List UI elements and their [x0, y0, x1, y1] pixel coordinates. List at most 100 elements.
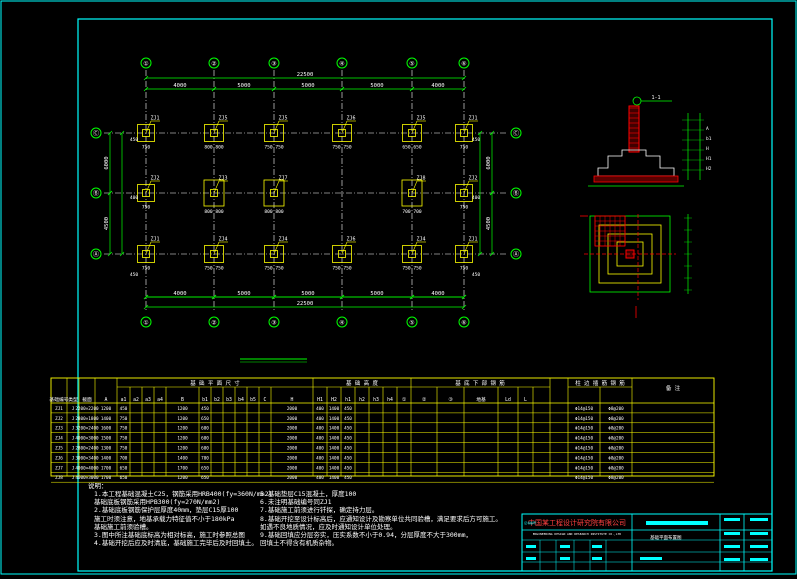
footing-dim: 800 800	[264, 209, 284, 215]
note-line: 9.基础回填应分层夯实，压实系数不小于0.94，分层厚度不大于300mm，	[260, 531, 473, 540]
axis-bubble-top	[268, 57, 280, 69]
table-cell: 1400	[329, 446, 340, 452]
footing-label: ZJ1	[150, 116, 159, 122]
table-cell: 1400	[101, 416, 112, 422]
footing-outline	[137, 124, 155, 142]
dim-top-span-text: 5000	[301, 83, 314, 89]
table-cell: 600	[201, 426, 209, 432]
dim-bottom-span-text: 5000	[237, 291, 250, 297]
dim-top-total-tick	[143, 75, 149, 81]
column-stub	[142, 189, 150, 197]
axis-bubble-right-label: Ⓑ	[513, 190, 519, 198]
table-cell: J	[72, 406, 75, 412]
table-cell: 2000	[287, 475, 298, 481]
section-column	[628, 105, 640, 153]
dim-right-span-tick	[489, 130, 495, 136]
table-cell: 650	[120, 475, 128, 481]
table-col-header: a4	[157, 397, 163, 403]
notes-heading: 说明：	[88, 482, 108, 490]
footing-label: ZJ2	[150, 176, 159, 182]
table-col-header: b4	[238, 397, 244, 403]
table-cell: Φ14@150	[575, 406, 594, 412]
table-col-header: 地基	[476, 396, 486, 403]
titleblock-field	[750, 558, 768, 561]
dim-left-span-tick	[107, 130, 113, 136]
column-stub	[460, 129, 468, 137]
table-cell: ZJ3	[55, 426, 63, 432]
note-line: 2.基础底板钢筋保护层厚度40mm，垫层C15厚100	[94, 506, 239, 515]
edge-dim: 450	[472, 272, 481, 278]
note-line: 1.本工程基础混凝土C25，钢筋采用HRB400(fy=360N/mm2)	[94, 490, 273, 498]
column-stub	[210, 250, 218, 258]
footing-dim: 750 750	[264, 266, 284, 272]
table-cell: 1400	[101, 455, 112, 461]
titleblock-frame	[521, 513, 773, 572]
column-stub	[270, 250, 278, 258]
table-cell: ZJ7	[55, 465, 63, 471]
label-leader	[145, 241, 152, 255]
table-col-header: a3	[145, 397, 151, 403]
table-border	[50, 377, 715, 477]
table-col-header: b3	[226, 397, 232, 403]
table-cell: 2000	[287, 406, 298, 412]
table-col-header: h1	[345, 397, 351, 403]
label-leader	[411, 241, 418, 255]
dim-top-span-text: 4000	[173, 83, 186, 89]
footing-dim: 750 750	[332, 145, 352, 151]
table-cell: 1400	[329, 455, 340, 461]
table-cell: 2000	[287, 455, 298, 461]
table-cell: Φ14@150	[575, 455, 594, 461]
axis-bubble-top-label: ②	[211, 61, 216, 68]
table-cell: 1700	[177, 465, 188, 471]
table-col-header: h3	[373, 397, 379, 403]
dim-left-span-text: 6000	[104, 156, 110, 169]
footing-outline	[203, 179, 225, 207]
table-col-header: Ld	[505, 397, 511, 403]
table-cell: Φ8@200	[608, 406, 624, 412]
dim-top-span-tick	[143, 86, 149, 92]
axis-bubble-bottom-label: ⑥	[461, 320, 466, 327]
note-line: 6.未注明基础编号同ZJ1	[260, 498, 332, 507]
table-cell: Φ8@200	[608, 416, 624, 422]
column-stub	[408, 189, 416, 197]
label-leader	[273, 120, 280, 134]
dim-right-total-tick	[477, 130, 483, 136]
table-cell: 2000	[287, 465, 298, 471]
label-leader	[411, 120, 418, 134]
section-bubble	[632, 96, 642, 106]
table-cell: Φ14@150	[575, 436, 594, 442]
dim-right-span-text: 6000	[486, 156, 492, 169]
footing-label: ZJ2	[468, 176, 477, 182]
column-stub	[460, 189, 468, 197]
footing-outline	[401, 179, 423, 207]
section-dim-label: b1	[706, 136, 712, 142]
table-cell: 450	[344, 436, 352, 442]
table-cell: 2800×1800	[75, 416, 99, 422]
dim-bottom-span-tick	[461, 294, 467, 300]
footing-label: ZJ6	[346, 237, 355, 243]
table-cell: 750	[120, 416, 128, 422]
column-stub	[210, 129, 218, 137]
titleblock-field	[640, 557, 662, 560]
footing-outline	[455, 245, 473, 263]
footing-outline	[402, 124, 422, 142]
axis-bubble-bottom	[406, 316, 418, 328]
table-col-header: 类型	[68, 396, 78, 403]
label-leader	[463, 180, 470, 194]
dim-top-span-tick	[339, 86, 345, 92]
dim-bottom-span-text: 5000	[301, 291, 314, 297]
table-cell: 600	[201, 436, 209, 442]
axis-bubble-left-label: Ⓒ	[93, 130, 99, 138]
titleblock-company-en: ENGINEERING DESIGN AND RESEARCH INSTITUT…	[533, 532, 622, 536]
dim-bottom-span-text: 5000	[370, 291, 383, 297]
titleblock-name-bar	[646, 521, 708, 525]
footing-label: ZJ3	[218, 176, 227, 182]
footing-dim: 750 750	[264, 145, 284, 151]
table-cell: Φ8@200	[608, 465, 624, 471]
foundation-schedule-table: 基 础 平 面 尺 寸基 础 高 度基 底 下 部 钢 筋柱 边 插 筋 钢 筋…	[49, 377, 715, 483]
edge-dim: 400	[130, 195, 139, 201]
table-col-header: ②	[422, 397, 427, 403]
footing-label: ZJ5	[416, 116, 425, 122]
